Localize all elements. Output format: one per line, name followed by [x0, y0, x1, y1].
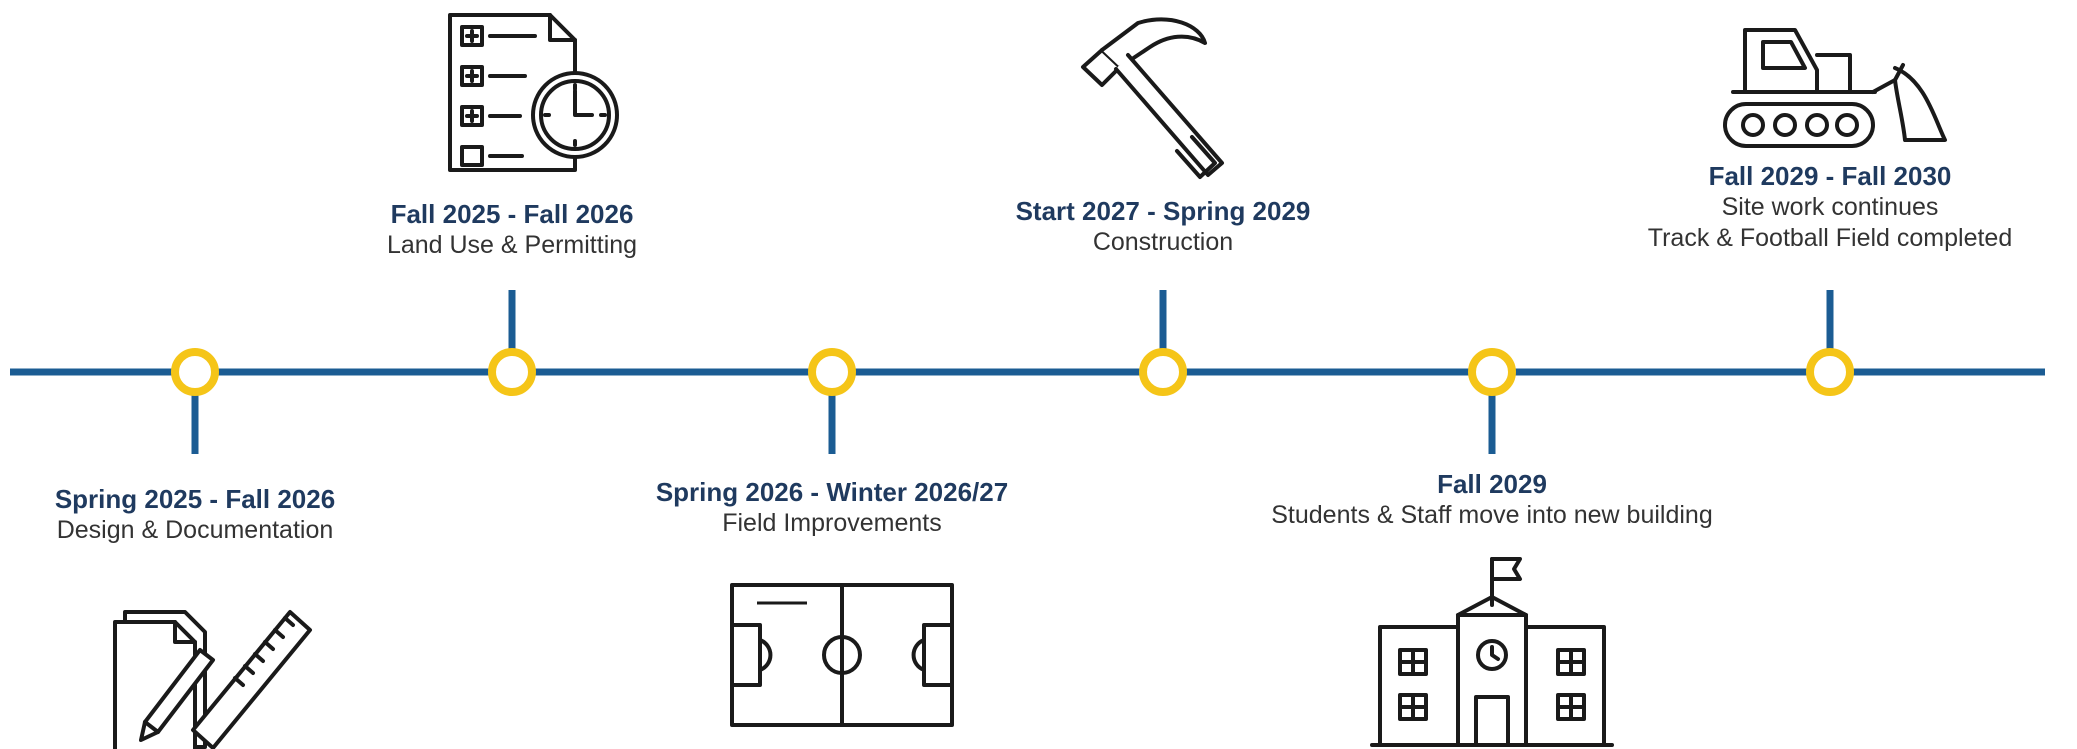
checklist-clock-icon — [448, 13, 619, 172]
milestone-node — [1468, 348, 1516, 396]
blueprint-pencil-icon — [113, 610, 312, 749]
milestone-node — [808, 348, 856, 396]
hammer-icon — [1081, 17, 1224, 179]
milestone-description: Site work continues — [1721, 193, 1939, 221]
milestone-description: Students & Staff move into new building — [1271, 501, 1713, 529]
milestone-date: Fall 2029 - Fall 2030 — [1708, 161, 1952, 191]
bulldozer-icon — [1723, 28, 1947, 148]
milestone-date: Spring 2026 - Winter 2026/27 — [655, 477, 1009, 507]
milestone-node — [171, 348, 219, 396]
soccer-field-icon — [730, 583, 954, 727]
milestone-description: Design & Documentation — [56, 516, 334, 544]
milestone-date: Start 2027 - Spring 2029 — [1015, 196, 1311, 226]
milestone-description: Construction — [1092, 228, 1234, 256]
milestone-node — [1806, 348, 1854, 396]
milestone-node — [1139, 348, 1187, 396]
milestone-date: Fall 2029 — [1437, 469, 1547, 499]
milestone-description: Field Improvements — [722, 509, 942, 537]
milestone-description: Track & Football Field completed — [1647, 224, 2013, 252]
milestone-date: Spring 2025 - Fall 2026 — [54, 484, 336, 514]
school-building-icon — [1370, 557, 1614, 747]
milestone-description: Land Use & Permitting — [386, 231, 638, 259]
milestone-node — [488, 348, 536, 396]
milestone-date: Fall 2025 - Fall 2026 — [390, 199, 634, 229]
